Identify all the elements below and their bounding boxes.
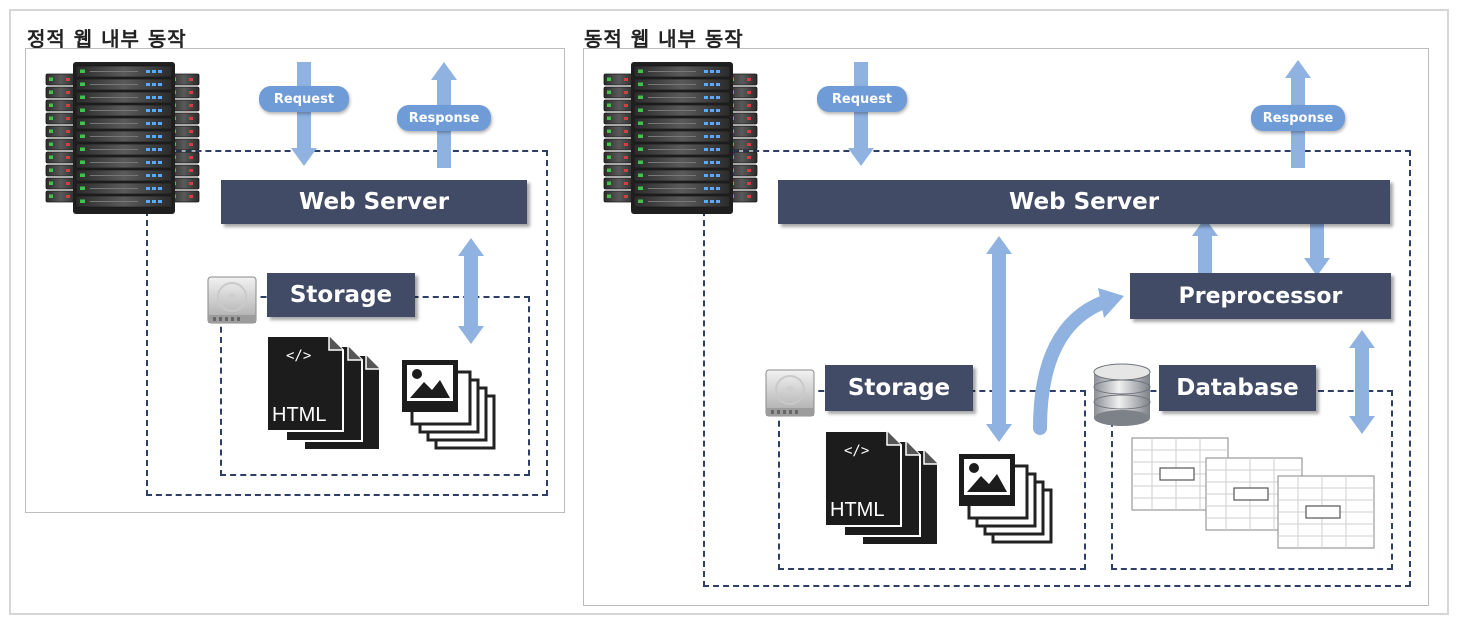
server-storage-arrow <box>458 238 484 344</box>
html-file-label: HTML <box>830 499 885 521</box>
hard-drive-icon <box>765 369 815 417</box>
preprocessor-to-server-arrow <box>1192 218 1218 278</box>
html-code-symbol: </> <box>844 443 870 459</box>
server-rack-icon <box>604 62 757 214</box>
hard-drive-icon <box>207 276 257 324</box>
database-cylinder-icon <box>1093 363 1151 426</box>
server-storage-arrow <box>986 236 1012 442</box>
request-arrow <box>291 62 317 166</box>
storage-bar: Storage <box>825 365 973 411</box>
static-server-boundary <box>146 150 548 496</box>
spreadsheet-stack-icon <box>1131 437 1375 549</box>
response-label: Response <box>397 105 491 131</box>
image-stack-icon <box>402 360 496 450</box>
html-code-symbol: </> <box>286 348 312 364</box>
request-arrow <box>848 62 874 166</box>
database-bar: Database <box>1159 365 1316 411</box>
response-label: Response <box>1251 105 1345 131</box>
storage-bar: Storage <box>267 273 415 317</box>
html-file-stack-icon <box>266 335 381 451</box>
dynamic-server-boundary <box>703 150 1411 587</box>
static-panel-title: 정적 웹 내부 동작 <box>27 27 187 51</box>
image-stack-icon <box>959 454 1053 544</box>
preprocessor-bar: Preprocessor <box>1130 273 1391 319</box>
html-file-label: HTML <box>272 404 327 426</box>
web-server-bar: Web Server <box>221 180 527 224</box>
request-label: Request <box>259 86 349 112</box>
dynamic-panel-title: 동적 웹 내부 동작 <box>584 27 744 51</box>
storage-to-preprocessor-curved-arrow <box>1033 288 1124 435</box>
html-file-stack-icon <box>824 430 939 546</box>
server-to-preprocessor-arrow <box>1304 222 1330 276</box>
outer-frame <box>9 9 1449 615</box>
request-label: Request <box>817 86 907 112</box>
server-rack-icon <box>46 62 199 214</box>
web-server-bar: Web Server <box>778 180 1390 224</box>
preprocessor-database-arrow <box>1349 330 1375 434</box>
